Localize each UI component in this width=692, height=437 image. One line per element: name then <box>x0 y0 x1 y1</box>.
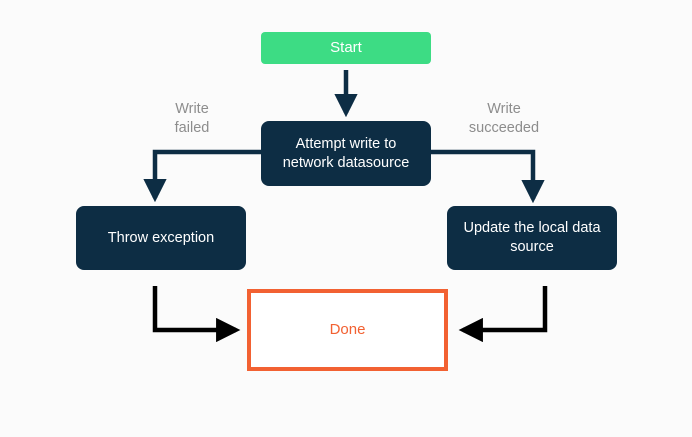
node-start[interactable]: Start <box>261 32 431 64</box>
edge-throw-to-done <box>152 286 241 343</box>
edge-label-write-failed: Write failed <box>174 101 210 136</box>
edge-attempt-to-update <box>431 149 545 204</box>
node-attempt-write[interactable]: Attempt write to network datasource <box>261 121 431 186</box>
node-update-local-data-source-label: Update the local data source <box>463 220 601 255</box>
edge-update-to-done <box>458 286 548 343</box>
edge-attempt-to-throw <box>143 149 261 203</box>
node-update-local-data-source[interactable]: Update the local data source <box>447 206 617 270</box>
node-start-label: Start <box>330 39 362 57</box>
node-throw-exception-label: Throw exception <box>107 229 215 246</box>
node-throw-exception[interactable]: Throw exception <box>76 206 246 270</box>
node-attempt-write-label: Attempt write to network datasource <box>282 135 410 171</box>
edge-label-write-succeeded: Write succeeded <box>468 101 540 136</box>
node-done[interactable]: Done <box>247 289 448 371</box>
node-done-label: Done <box>329 321 366 339</box>
